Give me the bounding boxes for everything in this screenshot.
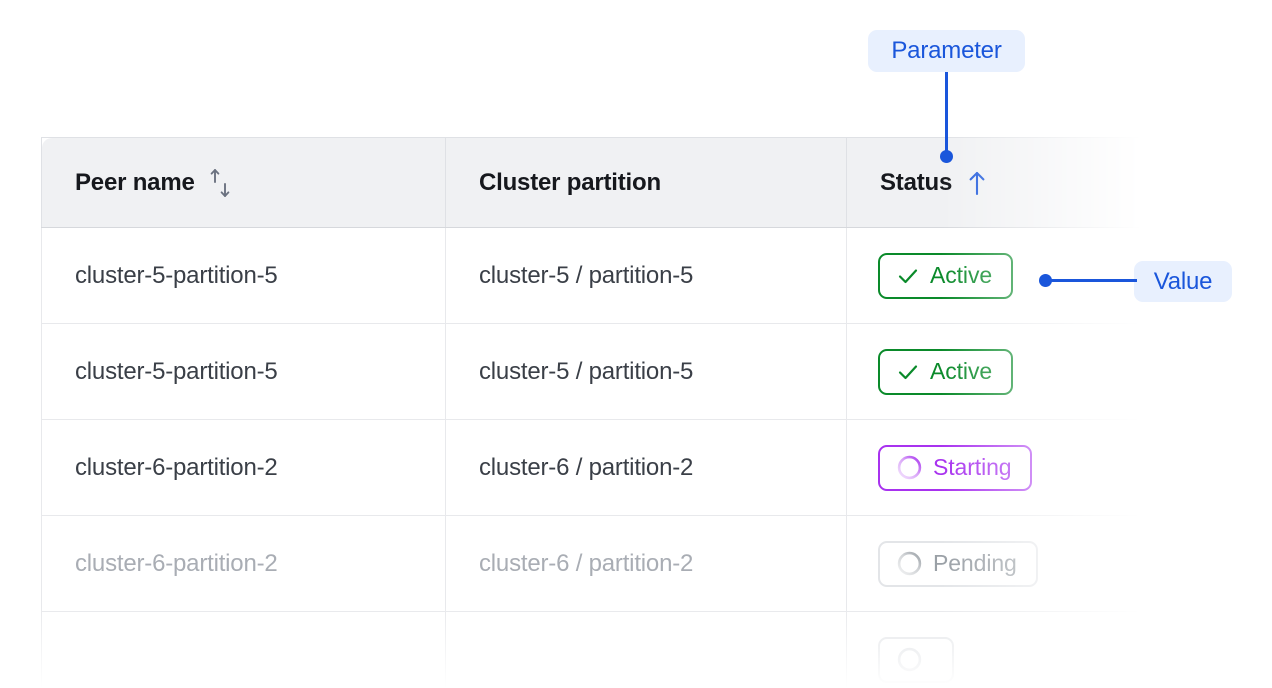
status-badge-active: Active	[878, 348, 1014, 395]
status-badge-label: Active	[930, 358, 993, 384]
status-badge-label: Active	[930, 262, 993, 288]
peer-table-container: Peer name	[41, 137, 1141, 688]
cell-peer-name	[41, 611, 446, 688]
status-badge-pending	[878, 636, 954, 683]
column-header-peer-name[interactable]: Peer name	[41, 137, 446, 228]
peer-table: Peer name	[41, 137, 1141, 688]
cell-status	[846, 611, 1141, 688]
status-badge-active: Active	[878, 252, 1014, 299]
table-header: Peer name	[41, 137, 1141, 228]
spinner-icon	[896, 550, 923, 577]
cell-status: Active	[846, 227, 1141, 324]
table-row[interactable]: cluster-5-partition-5 cluster-5 / partit…	[41, 227, 1141, 324]
sort-ascending-icon[interactable]	[966, 170, 988, 196]
cell-peer-name: cluster-6-partition-2	[41, 419, 446, 516]
annotation-pill-parameter: Parameter	[868, 30, 1025, 72]
status-badge-label: Starting	[933, 454, 1012, 480]
spinner-icon	[896, 454, 923, 481]
status-badge-pending: Pending	[878, 540, 1038, 587]
spinner-icon	[896, 646, 923, 673]
cell-cluster-partition	[445, 611, 847, 688]
column-header-status[interactable]: Status	[846, 137, 1141, 228]
table-row[interactable]	[41, 611, 1141, 688]
check-icon	[896, 264, 920, 288]
check-icon	[896, 360, 920, 384]
column-header-cluster-partition[interactable]: Cluster partition	[445, 137, 847, 228]
cell-cluster-partition: cluster-5 / partition-5	[445, 227, 847, 324]
column-header-status-label: Status	[880, 168, 953, 196]
annotation-pill-value: Value	[1134, 261, 1232, 302]
cell-peer-name: cluster-6-partition-2	[41, 515, 446, 612]
table-row[interactable]: cluster-6-partition-2 cluster-6 / partit…	[41, 515, 1141, 612]
annotation-anchor-dot-parameter	[940, 150, 953, 163]
cell-peer-name: cluster-5-partition-5	[41, 323, 446, 420]
cell-status: Pending	[846, 515, 1141, 612]
status-badge-starting: Starting	[878, 444, 1033, 491]
annotation-leader-line-value	[1045, 279, 1137, 282]
column-header-cluster-partition-label: Cluster partition	[479, 168, 661, 196]
table-row[interactable]: cluster-5-partition-5 cluster-5 / partit…	[41, 323, 1141, 420]
table-row[interactable]: cluster-6-partition-2 cluster-6 / partit…	[41, 419, 1141, 516]
cell-cluster-partition: cluster-5 / partition-5	[445, 323, 847, 420]
annotation-anchor-dot-value	[1039, 274, 1052, 287]
annotation-leader-line-parameter	[945, 72, 948, 156]
cell-status: Starting	[846, 419, 1141, 516]
status-badge-label: Pending	[933, 550, 1017, 576]
cell-status: Active	[846, 323, 1141, 420]
column-header-peer-name-label: Peer name	[75, 168, 195, 196]
cell-peer-name: cluster-5-partition-5	[41, 227, 446, 324]
table-header-row: Peer name	[41, 137, 1141, 228]
table-body: cluster-5-partition-5 cluster-5 / partit…	[41, 227, 1141, 688]
cell-cluster-partition: cluster-6 / partition-2	[445, 419, 847, 516]
sort-both-icon[interactable]	[209, 168, 231, 198]
cell-cluster-partition: cluster-6 / partition-2	[445, 515, 847, 612]
